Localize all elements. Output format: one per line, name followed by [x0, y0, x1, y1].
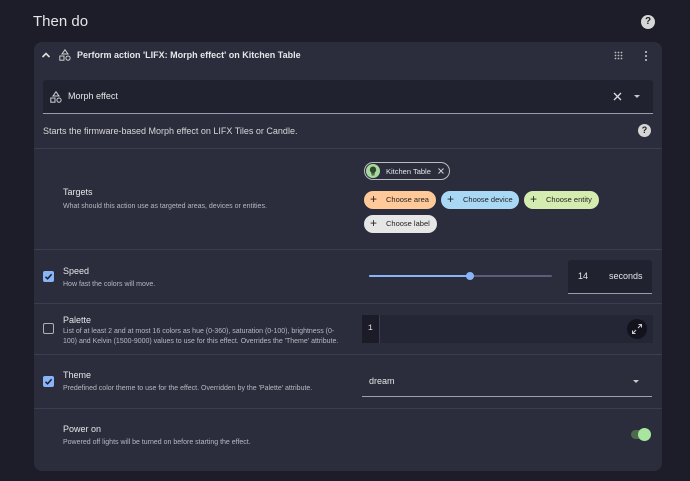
palette-description-line1: List of at least 2 and at most 16 colors…: [63, 328, 335, 335]
plus-icon: +: [370, 192, 378, 206]
line-gutter: 1: [362, 315, 380, 343]
action-select-value: Morph effect: [68, 91, 118, 101]
theme-description: Predefined color theme to use for the ef…: [63, 385, 313, 392]
action-description: Starts the firmware-based Morph effect o…: [43, 126, 298, 136]
expand-icon[interactable]: [627, 319, 647, 339]
entity-chip-label: Kitchen Table: [386, 167, 431, 176]
palette-checkbox[interactable]: [43, 323, 54, 334]
choose-area-button[interactable]: + Choose area: [364, 191, 436, 209]
theme-title: Theme: [63, 370, 92, 380]
speed-slider-handle[interactable]: [465, 272, 474, 280]
divider: [34, 354, 662, 355]
help-icon[interactable]: ?: [638, 124, 651, 137]
shapes-icon: [59, 49, 71, 61]
plus-icon: +: [447, 192, 455, 206]
action-card: Perform action 'LIFX: Morph effect' on K…: [34, 42, 662, 471]
speed-description: How fast the colors will move.: [63, 281, 156, 288]
choose-label-button[interactable]: + Choose label: [364, 215, 437, 233]
action-card-header[interactable]: Perform action 'LIFX: Morph effect' on K…: [34, 42, 662, 72]
speed-title: Speed: [63, 266, 90, 276]
drag-handle-icon[interactable]: [614, 51, 623, 61]
divider: [34, 148, 662, 149]
targets-description: What should this action use as targeted …: [63, 203, 267, 210]
shapes-icon: [50, 91, 62, 103]
entity-chip[interactable]: Kitchen Table: [364, 162, 450, 180]
speed-value: 14: [578, 271, 589, 281]
divider: [34, 408, 662, 409]
plus-icon: +: [530, 192, 538, 206]
speed-slider-fill: [369, 275, 470, 277]
palette-description-line2: 100) and Kelvin (1500-9000) values to us…: [63, 337, 339, 345]
line-number: 1: [368, 324, 373, 333]
power-on-title: Power on: [63, 424, 102, 434]
action-title: Perform action 'LIFX: Morph effect' on K…: [77, 50, 301, 60]
chevron-up-icon[interactable]: [41, 50, 51, 60]
power-on-toggle-knob[interactable]: [638, 428, 651, 441]
choose-device-button[interactable]: + Choose device: [441, 191, 519, 209]
theme-checkbox[interactable]: [43, 376, 54, 387]
action-select[interactable]: Morph effect: [43, 80, 653, 114]
dropdown-arrow-icon[interactable]: [633, 380, 639, 383]
clear-icon[interactable]: [613, 92, 622, 101]
power-on-description: Powered off lights will be turned on bef…: [63, 439, 251, 446]
help-icon[interactable]: ?: [641, 15, 655, 29]
speed-unit: seconds: [609, 271, 643, 281]
targets-title: Targets: [63, 187, 93, 197]
dropdown-arrow-icon[interactable]: [634, 95, 640, 98]
plus-icon: +: [370, 216, 378, 230]
more-options-icon[interactable]: [642, 50, 650, 62]
theme-select-value: dream: [369, 376, 395, 386]
divider: [34, 303, 662, 304]
speed-checkbox[interactable]: [43, 271, 54, 282]
palette-code-editor[interactable]: 1: [362, 315, 653, 343]
theme-select[interactable]: dream: [362, 365, 652, 397]
divider: [34, 249, 662, 250]
speed-input[interactable]: 14 seconds: [568, 260, 652, 294]
lightbulb-icon: [366, 164, 380, 178]
speed-slider[interactable]: [369, 272, 552, 280]
remove-icon[interactable]: [438, 168, 444, 174]
choose-entity-button[interactable]: + Choose entity: [524, 191, 599, 209]
page-title: Then do: [33, 13, 89, 30]
palette-title: Palette: [63, 315, 92, 325]
